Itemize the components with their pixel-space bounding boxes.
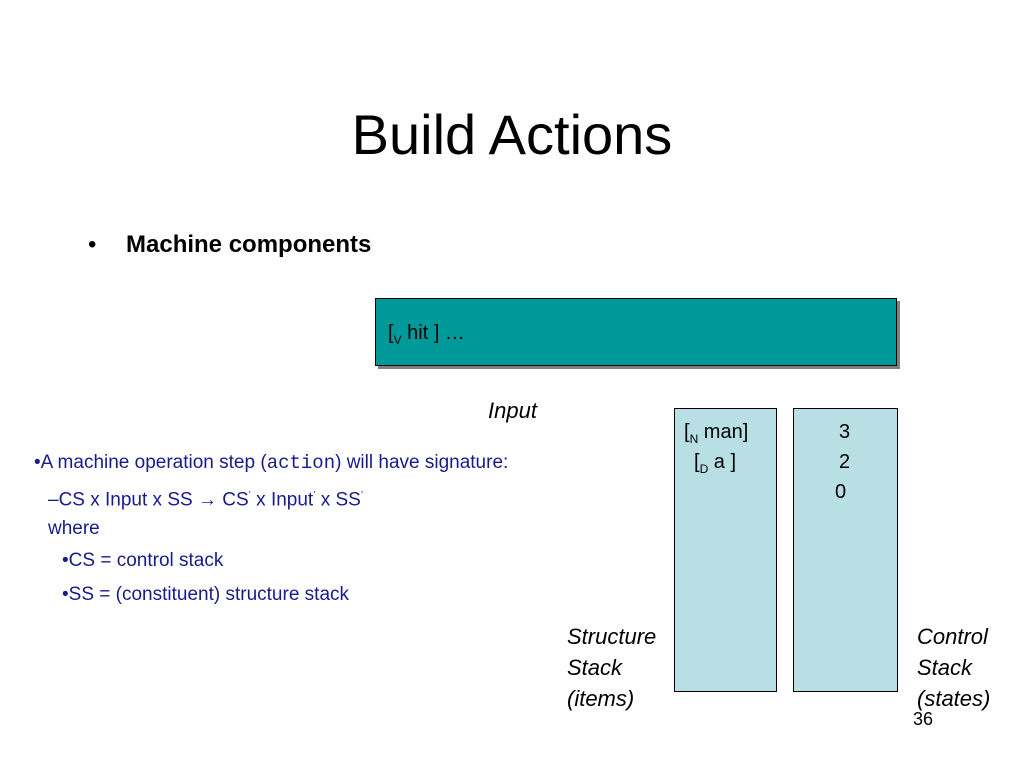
item-rest: a ] bbox=[708, 451, 737, 473]
slide-title: Build Actions bbox=[351, 103, 673, 166]
caption-line: Stack bbox=[567, 655, 623, 680]
bullet-machine-components: Machine components bbox=[126, 231, 372, 258]
item-category-subscript: N bbox=[689, 432, 699, 446]
action-code: action bbox=[266, 452, 336, 474]
formula-part: x SS bbox=[315, 489, 361, 511]
item-category-subscript: D bbox=[699, 462, 709, 476]
formula-part: CS bbox=[222, 489, 249, 511]
description-signature-line: •A machine operation step (action) will … bbox=[34, 451, 508, 475]
control-stack-caption: Control Stack (states) bbox=[917, 621, 990, 714]
input-box: [V hit ] … bbox=[375, 298, 897, 366]
item-open-bracket: [ bbox=[694, 451, 700, 473]
control-stack-state: 2 bbox=[839, 451, 851, 473]
control-stack-state: 3 bbox=[839, 421, 851, 443]
control-stack-state: 0 bbox=[835, 481, 847, 503]
input-open-bracket: [ bbox=[388, 322, 394, 344]
input-content: [V hit ] … bbox=[388, 321, 465, 352]
right-arrow-icon: → bbox=[192, 489, 223, 511]
description-signature-formula: –CS x Input x SS → CS’ x Input’ x SS’ bbox=[48, 484, 363, 512]
caption-line: Control bbox=[917, 624, 988, 649]
description-where: where bbox=[48, 518, 100, 539]
caption-line: (items) bbox=[567, 686, 635, 711]
description-cs-definition: •CS = control stack bbox=[62, 550, 224, 571]
item-rest: man] bbox=[698, 421, 749, 443]
prime-mark: ’ bbox=[248, 490, 251, 501]
prime-mark: ’ bbox=[360, 490, 364, 501]
description-ss-definition: •SS = (constituent) structure stack bbox=[62, 584, 350, 605]
caption-line: Structure bbox=[567, 624, 657, 649]
page-number: 36 bbox=[913, 709, 934, 729]
prime-mark: ’ bbox=[313, 490, 316, 501]
structure-stack-item: [D a ] bbox=[694, 447, 736, 484]
desc-text: ) will have signature: bbox=[335, 452, 509, 473]
caption-line: Stack bbox=[917, 655, 973, 680]
formula-part: –CS x Input x SS bbox=[48, 489, 193, 511]
structure-stack: [N man] [D a ] bbox=[674, 408, 777, 692]
desc-text: •A machine operation step ( bbox=[34, 452, 267, 473]
input-category-subscript: V bbox=[393, 333, 402, 347]
input-label: Input bbox=[488, 398, 537, 423]
structure-stack-caption: Structure Stack (items) bbox=[567, 621, 656, 714]
control-stack: 3 2 0 bbox=[793, 408, 898, 692]
input-rest: hit ] … bbox=[401, 322, 465, 344]
structure-stack-item: [N man] bbox=[684, 417, 748, 454]
caption-line: (states) bbox=[917, 686, 991, 711]
bullet-symbol: • bbox=[88, 231, 97, 258]
formula-part: x Input bbox=[250, 489, 314, 511]
item-open-bracket: [ bbox=[684, 421, 690, 443]
